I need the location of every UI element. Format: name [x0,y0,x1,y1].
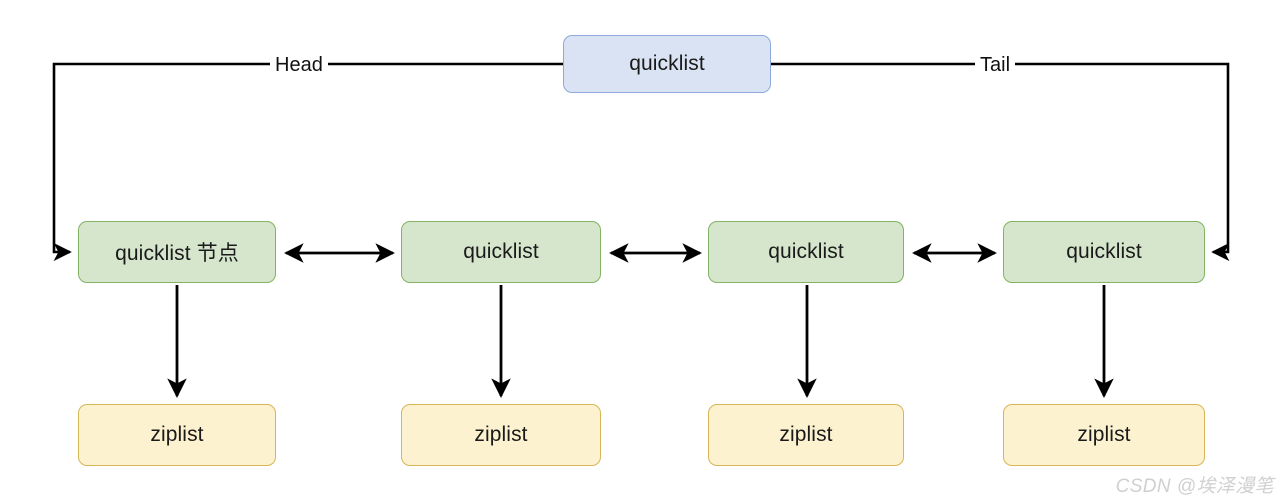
ziplist-box-4-label: ziplist [1077,423,1131,446]
ziplist-box-1[interactable]: ziplist [78,404,276,466]
quicklist-node-3-label: quicklist [768,240,844,263]
quicklist-node-1[interactable]: quicklist 节点 [78,221,276,283]
quicklist-node-4[interactable]: quicklist [1003,221,1205,283]
ziplist-box-3[interactable]: ziplist [708,404,904,466]
csdn-watermark: CSDN @埃泽漫笔 [1115,476,1274,497]
ziplist-box-2-label: ziplist [474,423,528,446]
quicklist-node-3[interactable]: quicklist [708,221,904,283]
quicklist-node-4-label: quicklist [1066,240,1142,263]
ziplist-box-2[interactable]: ziplist [401,404,601,466]
quicklist-root-box[interactable]: quicklist [563,35,771,93]
quicklist-node-2-label: quicklist [463,240,539,263]
quicklist-node-1-label: quicklist 节点 [115,242,239,265]
quicklist-root-label: quicklist [629,52,705,75]
head-label: Head [270,54,328,76]
quicklist-node-2[interactable]: quicklist [401,221,601,283]
ziplist-box-1-label: ziplist [150,423,204,446]
tail-label: Tail [975,54,1016,76]
ziplist-box-3-label: ziplist [779,423,833,446]
ziplist-box-4[interactable]: ziplist [1003,404,1205,466]
